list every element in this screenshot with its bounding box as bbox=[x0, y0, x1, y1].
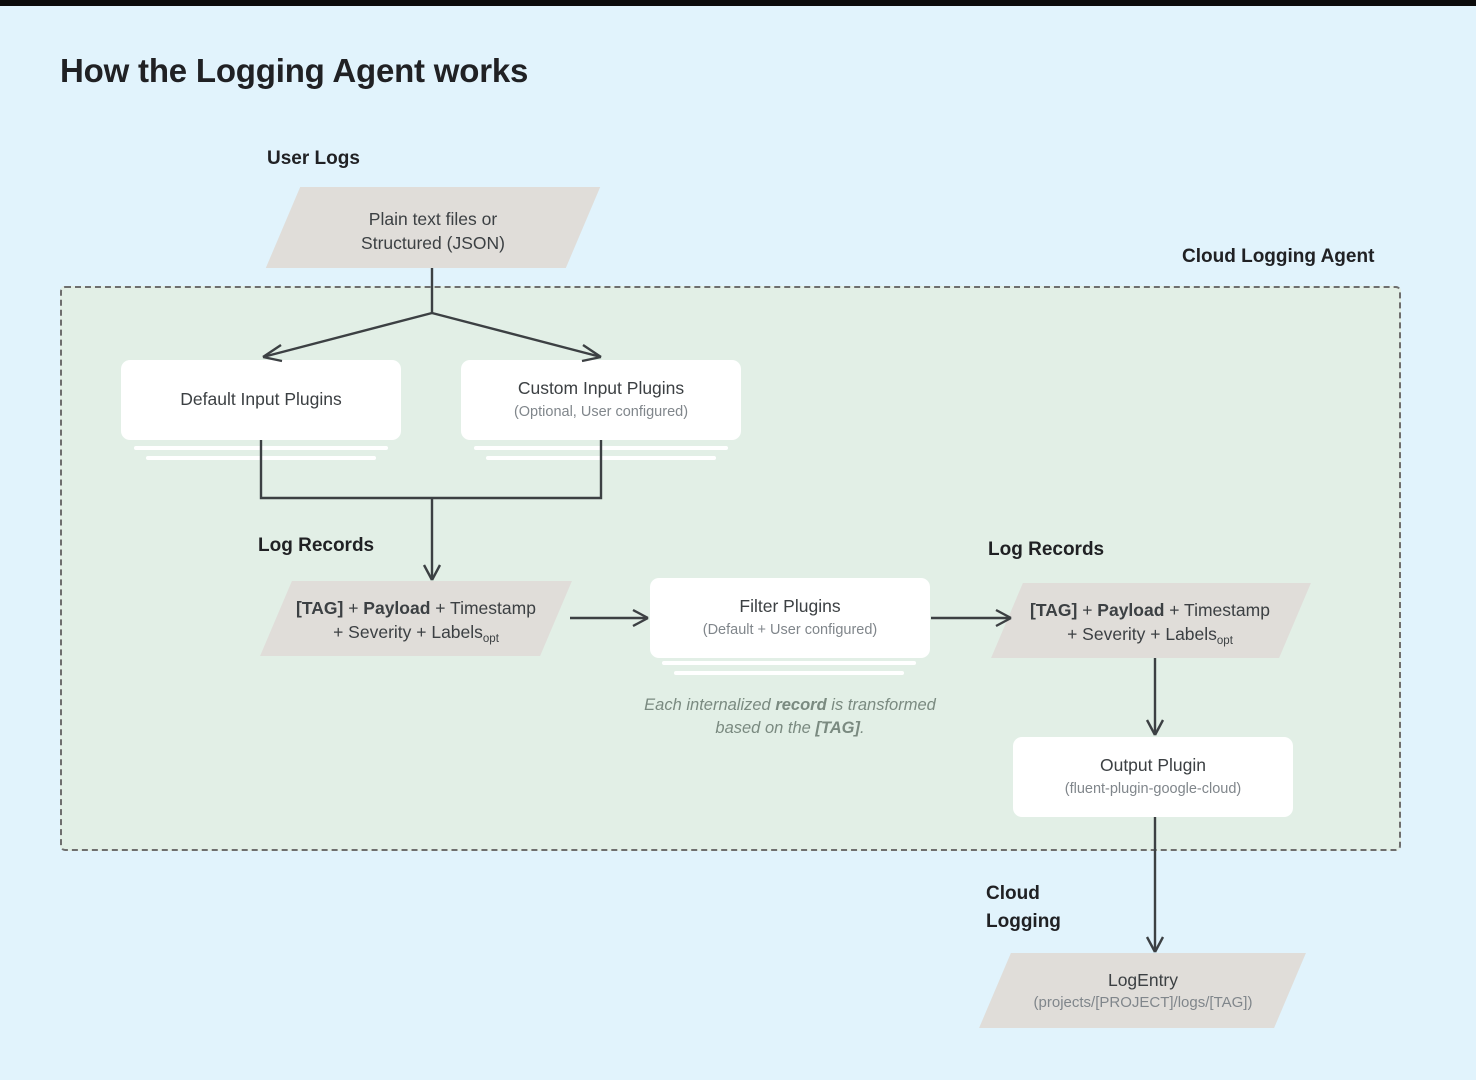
output-plugin-title: Output Plugin bbox=[1099, 755, 1207, 776]
node-default-input-plugins[interactable]: Default Input Plugins bbox=[121, 360, 401, 440]
label-log-records-left: Log Records bbox=[258, 535, 375, 556]
filter-plugins-stack-2 bbox=[674, 671, 904, 675]
output-plugin-subtitle: (fluent-plugin-google-cloud) bbox=[1064, 781, 1242, 798]
log-record-right-opt-subscript: opt bbox=[1216, 634, 1233, 647]
node-output-plugin[interactable]: Output Plugin (fluent-plugin-google-clou… bbox=[1013, 737, 1293, 817]
arrowhead-log-entry-a bbox=[1145, 936, 1157, 953]
log-entry-title: LogEntry bbox=[1107, 970, 1179, 990]
log-record-left-tag: [TAG] bbox=[296, 598, 344, 618]
log-record-right-tag: [TAG] bbox=[1030, 600, 1078, 620]
node-log-entry-text: LogEntry (projects/[PROJECT]/logs/[TAG]) bbox=[993, 969, 1293, 1013]
caption-line2-a: transformed based on the bbox=[715, 696, 936, 738]
caption-line2-c: . bbox=[860, 719, 865, 738]
caption-line1-a: Each internalized bbox=[644, 696, 776, 714]
log-record-left-plus: + bbox=[343, 598, 364, 618]
caption-record-bold: record bbox=[775, 696, 827, 714]
caption-tag-bold: [TAG] bbox=[815, 719, 860, 738]
label-log-records-right: Log Records bbox=[988, 539, 1105, 560]
log-record-left-timestamp: + Timestamp bbox=[430, 598, 536, 618]
label-cloud-logging-line1: Cloud bbox=[986, 883, 1040, 904]
filter-plugins-title: Filter Plugins bbox=[739, 596, 841, 617]
log-record-right-severity-labels: + Severity + Labels bbox=[1067, 623, 1217, 644]
user-logs-source-line2: Structured (JSON) bbox=[361, 232, 505, 253]
node-log-record-left-text: [TAG] + Payload + Timestamp + Severity +… bbox=[266, 597, 566, 645]
log-record-left-severity-labels: + Severity + Labels bbox=[333, 621, 483, 642]
log-entry-subtitle: (projects/[PROJECT]/logs/[TAG]) bbox=[1033, 993, 1253, 1011]
caption-line1-c: is bbox=[826, 696, 844, 714]
filter-plugins-stack-1 bbox=[662, 661, 916, 665]
filter-plugins-caption: Each internalized record is transformed … bbox=[620, 694, 960, 741]
node-filter-plugins[interactable]: Filter Plugins (Default + User configure… bbox=[650, 578, 930, 658]
log-record-left-payload: Payload bbox=[363, 598, 431, 618]
top-edge-strip bbox=[0, 0, 1476, 6]
node-custom-input-plugins[interactable]: Custom Input Plugins (Optional, User con… bbox=[461, 360, 741, 440]
page-title: How the Logging Agent works bbox=[60, 52, 529, 89]
filter-plugins-subtitle: (Default + User configured) bbox=[702, 622, 878, 639]
node-user-logs-source-text: Plain text files or Structured (JSON) bbox=[283, 208, 583, 255]
label-user-logs: User Logs bbox=[267, 148, 360, 169]
custom-input-plugins-title: Custom Input Plugins bbox=[517, 378, 685, 399]
node-log-record-right-text: [TAG] + Payload + Timestamp + Severity +… bbox=[1000, 599, 1300, 647]
arrowhead-log-entry-b bbox=[1153, 936, 1165, 953]
log-record-left-line2: + Severity + Labelsopt bbox=[266, 621, 566, 645]
log-record-right-payload: Payload bbox=[1097, 600, 1165, 620]
custom-input-plugins-subtitle: (Optional, User configured) bbox=[513, 404, 689, 421]
label-cloud-logging-line2: Logging bbox=[986, 910, 1061, 932]
log-record-left-line1: [TAG] + Payload + Timestamp bbox=[266, 597, 566, 621]
log-record-left-opt-subscript: opt bbox=[482, 632, 499, 645]
log-record-right-line2: + Severity + Labelsopt bbox=[1000, 623, 1300, 647]
user-logs-source-line1: Plain text files or bbox=[368, 209, 498, 229]
default-input-plugins-stack-1 bbox=[134, 446, 388, 450]
default-input-plugins-title: Default Input Plugins bbox=[180, 389, 342, 410]
log-record-right-plus: + bbox=[1077, 600, 1098, 620]
label-cloud-logging-agent: Cloud Logging Agent bbox=[1182, 246, 1375, 267]
log-record-right-line1: [TAG] + Payload + Timestamp bbox=[1000, 599, 1300, 623]
custom-input-plugins-stack-2 bbox=[486, 456, 716, 460]
log-record-right-timestamp: + Timestamp bbox=[1164, 600, 1270, 620]
custom-input-plugins-stack-1 bbox=[474, 446, 728, 450]
default-input-plugins-stack-2 bbox=[146, 456, 376, 460]
label-cloud-logging: Cloud Logging bbox=[986, 880, 1061, 935]
